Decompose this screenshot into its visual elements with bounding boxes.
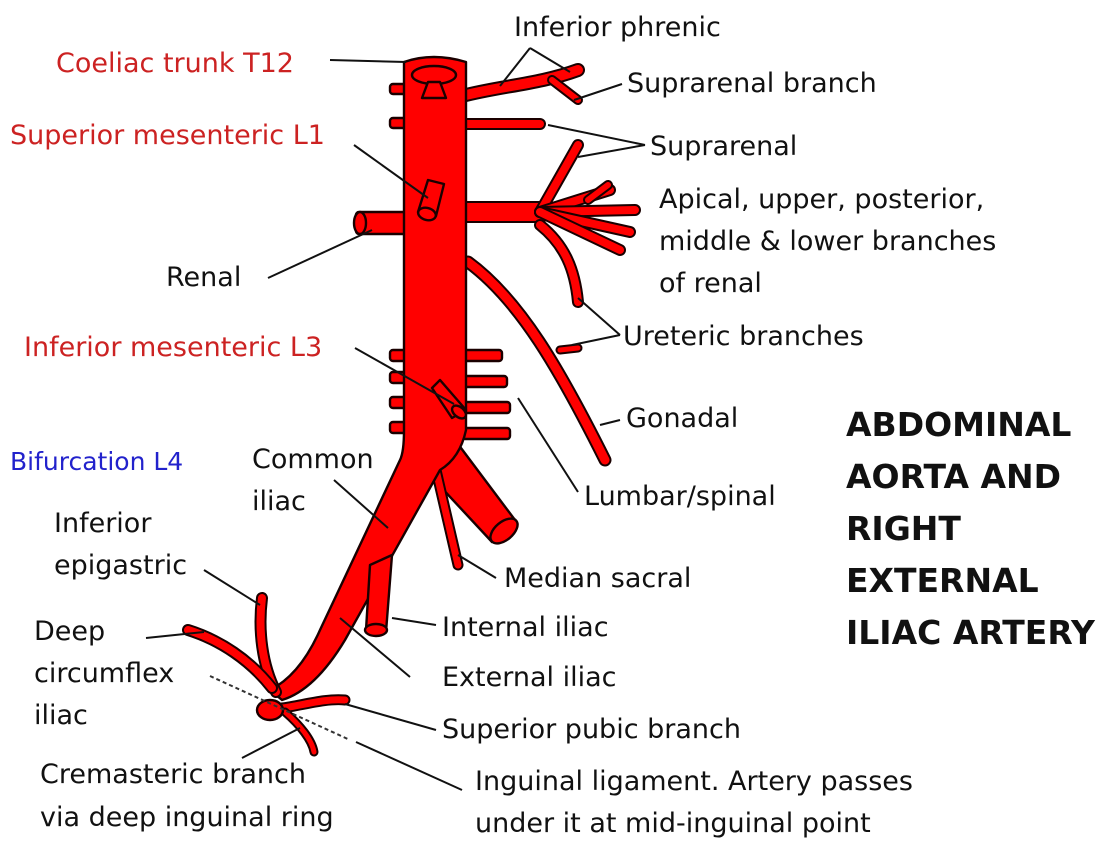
- label-deep-circumflex-line2: circumflex: [34, 658, 174, 689]
- label-ureteric-branches: Ureteric branches: [623, 321, 864, 352]
- right-renal-artery-cut: [354, 212, 366, 234]
- label-common-iliac-line1: Common: [252, 444, 374, 475]
- title-line-5: ILIAC ARTERY: [846, 613, 1096, 652]
- internal-iliac-artery: [366, 555, 392, 632]
- label-renal-branches-line1: Apical, upper, posterior,: [659, 184, 984, 215]
- label-suprarenal-branch: Suprarenal branch: [627, 68, 877, 99]
- label-inguinal-line1: Inguinal ligament. Artery passes: [475, 766, 913, 797]
- title-line-4: EXTERNAL: [846, 561, 1039, 600]
- title-line-2: AORTA AND: [846, 457, 1061, 496]
- label-inferior-phrenic: Inferior phrenic: [514, 12, 721, 43]
- label-internal-iliac: Internal iliac: [442, 612, 609, 643]
- artery-illustration: [188, 57, 635, 752]
- label-deep-circumflex-line1: Deep: [34, 616, 105, 647]
- label-coeliac-trunk: Coeliac trunk T12: [56, 48, 294, 79]
- label-inferior-epigastric-line2: epigastric: [54, 550, 187, 581]
- label-common-iliac-line2: iliac: [252, 486, 306, 517]
- label-superior-pubic-branch: Superior pubic branch: [442, 714, 741, 745]
- label-renal-branches-line3: of renal: [659, 268, 762, 299]
- diagram-title: ABDOMINAL AORTA AND RIGHT EXTERNAL ILIAC…: [846, 405, 1096, 652]
- label-bifurcation: Bifurcation L4: [10, 447, 183, 476]
- label-renal: Renal: [166, 262, 241, 293]
- title-line-1: ABDOMINAL: [846, 405, 1071, 444]
- label-superior-mesenteric: Superior mesenteric L1: [10, 120, 325, 151]
- label-inferior-mesenteric: Inferior mesenteric L3: [24, 332, 322, 363]
- label-deep-circumflex-line3: iliac: [34, 700, 88, 731]
- label-lumbar-spinal: Lumbar/spinal: [584, 481, 776, 512]
- label-external-iliac: External iliac: [442, 662, 617, 693]
- label-inferior-epigastric-line1: Inferior: [54, 508, 152, 539]
- label-inguinal-line2: under it at mid-inguinal point: [475, 808, 871, 839]
- label-renal-branches-line2: middle & lower branches: [659, 226, 996, 257]
- label-median-sacral: Median sacral: [504, 563, 691, 594]
- label-cremasteric-line2: via deep inguinal ring: [40, 802, 334, 833]
- lumbar-arteries-right: [462, 350, 510, 439]
- label-gonadal: Gonadal: [626, 403, 738, 434]
- label-cremasteric-line1: Cremasteric branch: [40, 759, 306, 790]
- title-line-3: RIGHT: [846, 509, 961, 548]
- label-suprarenal: Suprarenal: [650, 131, 797, 162]
